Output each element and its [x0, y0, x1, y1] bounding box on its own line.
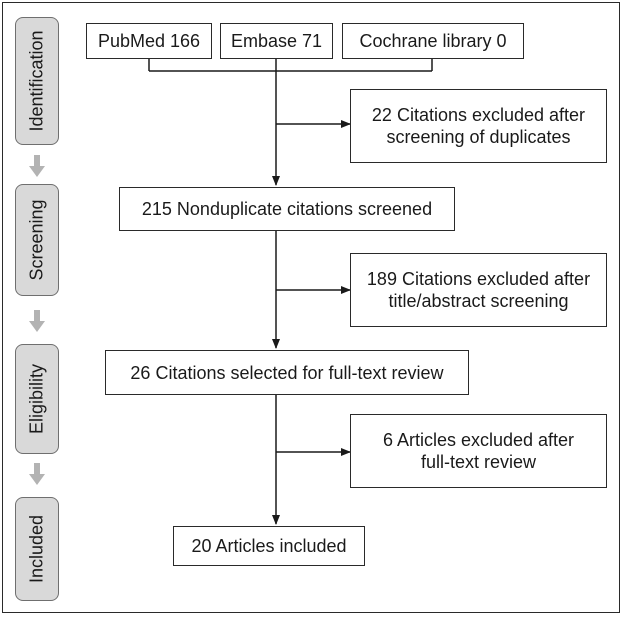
- source-embase-label: Embase 71: [230, 31, 323, 51]
- stage-arrow-3: [29, 463, 45, 485]
- excluded-title-abstract-label: 189 Citations excluded after title/abstr…: [366, 269, 591, 311]
- stage-included: Included: [15, 497, 59, 601]
- screened-citations-box: 215 Nonduplicate citations screened: [119, 187, 455, 231]
- source-pubmed-label: PubMed 166: [97, 31, 201, 51]
- excluded-duplicates-box: 22 Citations excluded after screening of…: [350, 89, 607, 163]
- screened-citations-label: 215 Nonduplicate citations screened: [141, 199, 433, 219]
- fulltext-review-box: 26 Citations selected for full-text revi…: [105, 350, 469, 395]
- stage-eligibility: Eligibility: [15, 344, 59, 454]
- stage-identification: Identification: [15, 17, 59, 145]
- source-cochrane-label: Cochrane library 0: [359, 31, 507, 51]
- excluded-fulltext-box: 6 Articles excluded after full-text revi…: [350, 414, 607, 488]
- source-cochrane-box: Cochrane library 0: [342, 23, 524, 59]
- stage-screening: Screening: [15, 184, 59, 296]
- excluded-fulltext-label: 6 Articles excluded after full-text revi…: [382, 430, 575, 472]
- excluded-title-abstract-box: 189 Citations excluded after title/abstr…: [350, 253, 607, 327]
- stage-arrow-2: [29, 310, 45, 332]
- articles-included-box: 20 Articles included: [173, 526, 365, 566]
- source-pubmed-box: PubMed 166: [86, 23, 212, 59]
- stage-arrow-1: [29, 155, 45, 177]
- articles-included-label: 20 Articles included: [191, 536, 347, 556]
- fulltext-review-label: 26 Citations selected for full-text revi…: [130, 362, 444, 383]
- source-embase-box: Embase 71: [220, 23, 333, 59]
- excluded-duplicates-label: 22 Citations excluded after screening of…: [371, 105, 586, 147]
